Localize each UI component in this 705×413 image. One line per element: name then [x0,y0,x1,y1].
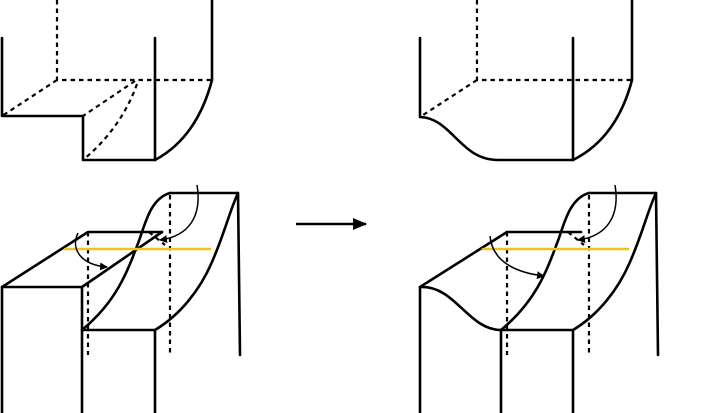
bottom-left-step-figure [0,184,242,413]
top-right-smooth-figure [418,0,634,162]
top-left-step-figure [0,0,214,162]
curved-arrow-icon [489,235,545,280]
curved-arrow-icon [159,184,199,244]
bottom-right-smooth-figure [418,184,660,413]
curved-arrow-icon [577,184,617,244]
curved-arrow-icon [74,232,108,271]
